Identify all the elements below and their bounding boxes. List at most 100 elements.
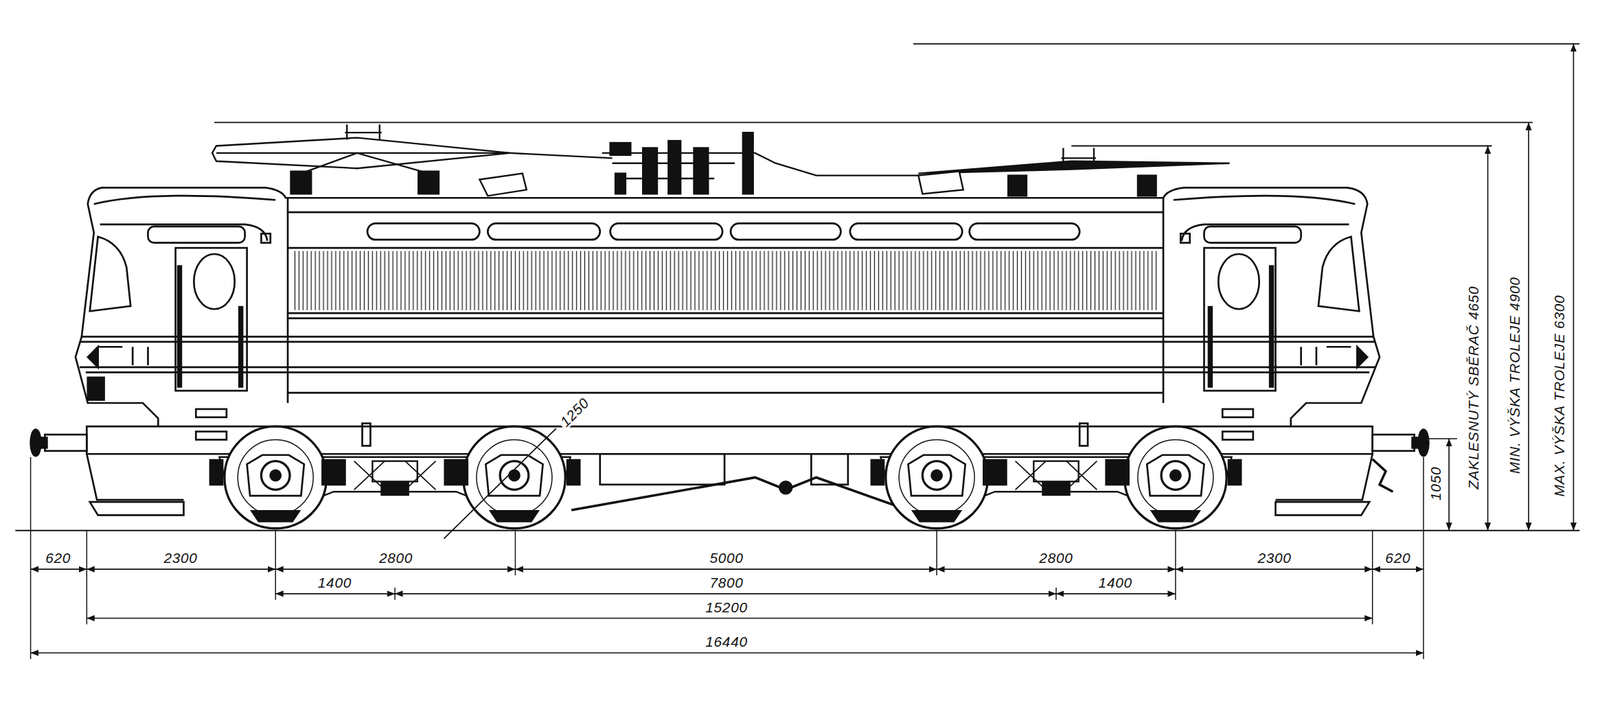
locomotive-body — [260, 233, 270, 243]
pantograph-left — [300, 153, 429, 174]
roof-equipment — [668, 140, 681, 194]
pantograph-right — [1008, 175, 1027, 197]
dimension-label: 2300 — [161, 550, 200, 566]
top-dimension-lines — [913, 43, 1580, 45]
locomotive-body — [969, 223, 1080, 240]
pantograph-left — [510, 153, 613, 158]
roof-equipment — [612, 163, 735, 179]
extension-lines — [86, 530, 88, 625]
cab-doors — [175, 247, 1276, 391]
extension-lines — [274, 530, 276, 601]
locomotive-body — [1318, 236, 1359, 312]
dimension-lines — [30, 652, 1424, 654]
cab-doors — [193, 254, 235, 310]
dimension-lines — [1372, 568, 1424, 570]
locomotive-body — [87, 346, 1368, 368]
locomotive-body — [850, 223, 963, 240]
extension-lines — [935, 530, 937, 576]
underframe — [195, 409, 227, 418]
locomotive-body — [87, 377, 105, 401]
buffer-height-label: 1050 — [1428, 464, 1443, 503]
roof-equipment — [743, 132, 754, 194]
extension-lines — [1423, 438, 1458, 439]
dimension-lines — [275, 568, 516, 570]
dimension-lines — [936, 568, 1176, 570]
top-dimension-lines — [1071, 145, 1492, 147]
locomotive-body — [287, 392, 1164, 395]
underframe — [362, 423, 371, 447]
dimension-label: 620 — [43, 550, 73, 566]
underframe — [1222, 409, 1254, 418]
top-dimension-lines — [214, 121, 1533, 123]
pantograph-right — [918, 161, 1230, 174]
dimension-label: 7800 — [707, 575, 746, 590]
dimension-lines — [515, 568, 937, 570]
dimension-label: 1400 — [315, 575, 354, 590]
locomotive-body — [79, 336, 1376, 342]
dimension-lines — [1056, 593, 1176, 595]
dimension-lines — [30, 43, 1574, 654]
cab-doors — [177, 265, 182, 388]
dimension-label: 2300 — [1255, 550, 1294, 566]
pantograph-left — [212, 124, 613, 196]
pantograph-left — [216, 152, 511, 154]
dimension-label: 16440 — [703, 634, 750, 649]
min-wire-height-label: MIN. VÝŠKA TROLEJE 4900 — [1507, 274, 1522, 476]
pantograph-right — [1137, 175, 1157, 197]
pantograph-left — [418, 171, 439, 195]
cab-doors — [175, 247, 248, 391]
pantograph-left — [291, 171, 312, 195]
locomotive-body — [1180, 233, 1190, 243]
locomotive-body — [75, 187, 1380, 429]
dimension-lines — [86, 618, 1373, 620]
dimension-label: 620 — [1383, 550, 1413, 566]
pantograph-left — [479, 173, 527, 197]
locomotive-body — [730, 223, 841, 240]
locomotive-body — [487, 223, 600, 240]
extension-lines — [30, 457, 31, 660]
locomotive-body — [147, 226, 245, 244]
cab-doors — [238, 306, 244, 388]
underframe — [571, 477, 908, 511]
locomotive-body — [75, 187, 1380, 429]
cab-doors — [1218, 254, 1259, 310]
locomotive-body — [287, 312, 1164, 315]
cab-doors — [1269, 265, 1274, 388]
cab-doors — [1203, 247, 1276, 391]
dimension-lines — [1573, 43, 1575, 531]
ground-line — [15, 530, 1580, 532]
max-wire-height-label: MAX. VÝŠKA TROLEJE 6300 — [1551, 293, 1567, 500]
locomotive-body — [1203, 226, 1301, 244]
pantograph-right — [918, 171, 963, 195]
dimension-label: 2800 — [1036, 550, 1075, 566]
locomotive-body — [287, 247, 1164, 250]
dimension-lines — [394, 593, 1057, 595]
extension-lines — [515, 530, 516, 576]
dimension-label: 15200 — [703, 600, 750, 615]
buffers — [1372, 434, 1415, 452]
top-dimension-lines — [214, 43, 1580, 147]
underframe — [779, 481, 792, 494]
locomotive-body — [287, 317, 1164, 320]
dimension-label: 1400 — [1096, 575, 1135, 590]
pantograph-left — [212, 138, 511, 169]
dimension-lines — [86, 568, 276, 570]
buffers — [44, 434, 87, 452]
dimension-lines — [1527, 122, 1530, 531]
locomotive-body — [79, 367, 1376, 373]
pantograph-right — [1060, 147, 1096, 169]
underframe — [810, 453, 848, 485]
roof-equipment — [615, 173, 626, 195]
dimension-label: 5000 — [707, 550, 746, 566]
locomotive-body — [367, 223, 480, 240]
leader-line-wheel-diameter — [443, 428, 556, 539]
locomotive-body — [94, 195, 1356, 204]
dimension-lines — [1487, 145, 1489, 531]
dimension-lines — [30, 568, 88, 570]
buffers — [1418, 429, 1430, 457]
dimension-lines — [1448, 438, 1450, 531]
underframe — [195, 431, 227, 441]
underframe — [1222, 431, 1254, 441]
